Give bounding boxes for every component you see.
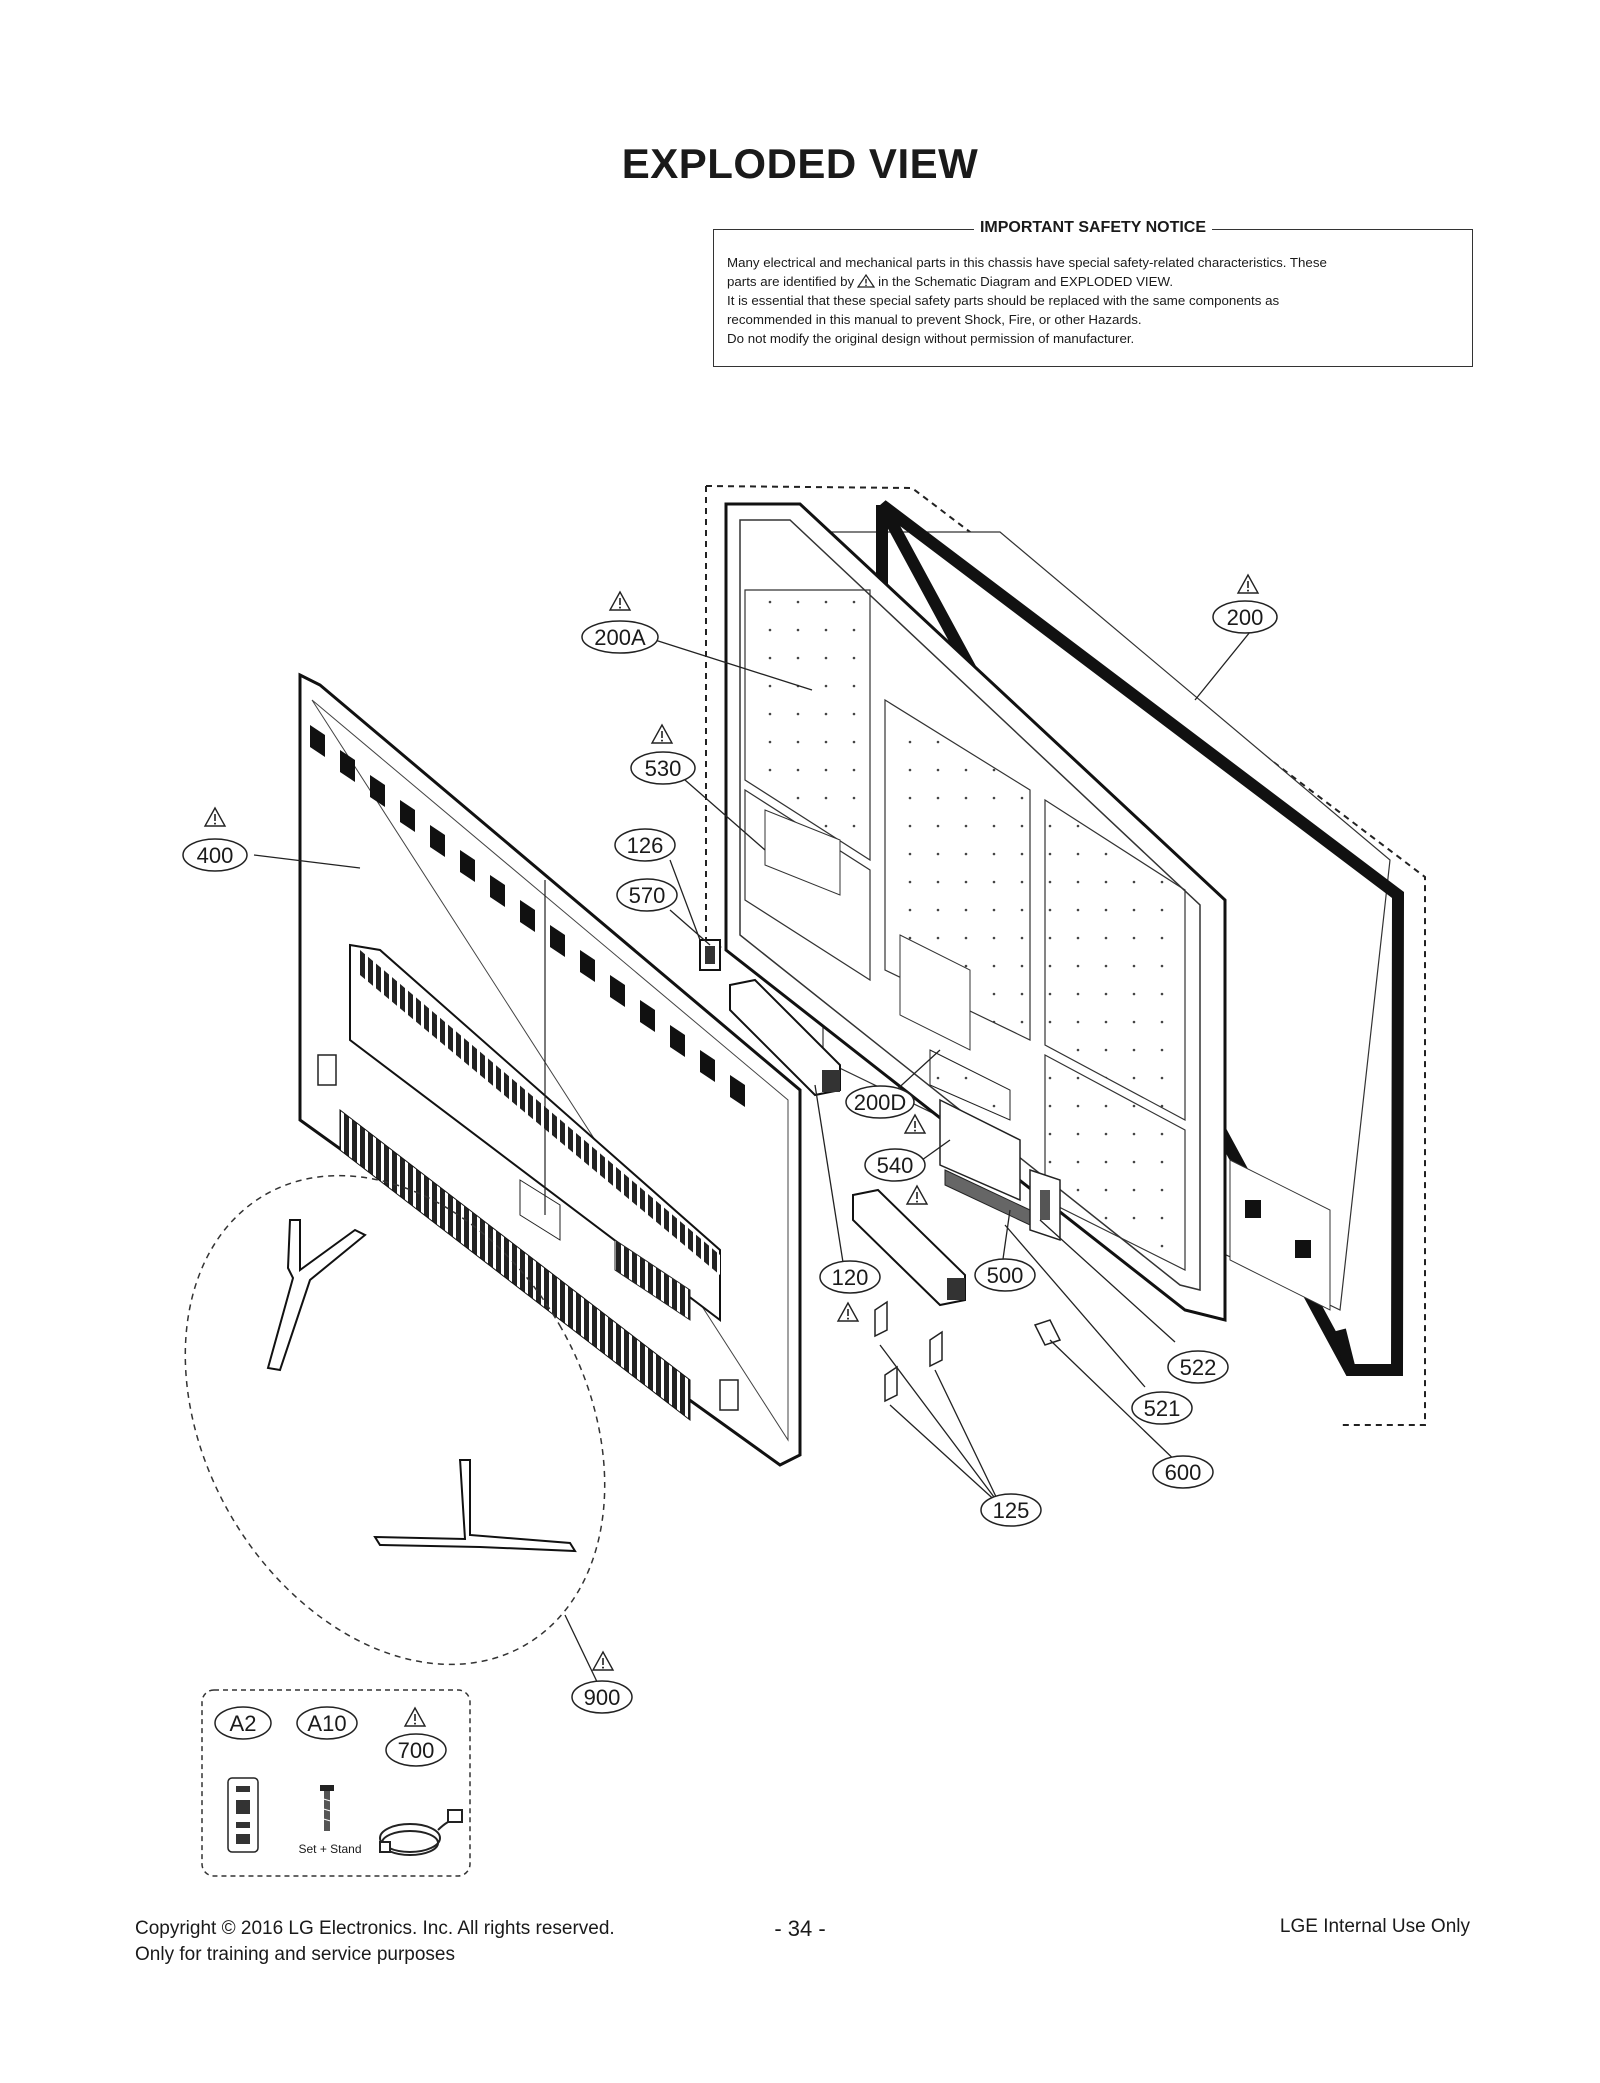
svg-text:126: 126 (627, 833, 664, 858)
speaker-126 (729, 978, 841, 1097)
safety-notice-title: IMPORTANT SAFETY NOTICE (973, 219, 1213, 236)
safety-notice-body: Many electrical and mechanical parts in … (727, 253, 1459, 348)
main-board-500 (929, 1049, 1031, 1226)
page-title: EXPLODED VIEW (621, 140, 979, 187)
svg-text:570: 570 (629, 883, 666, 908)
callout-A10: A10 (296, 1706, 358, 1740)
callout-500: 500 (974, 1258, 1036, 1292)
copyright-text: Copyright © 2016 LG Electronics. Inc. Al… (135, 1918, 615, 1939)
screw-icon (319, 1785, 335, 1831)
svg-text:120: 120 (832, 1265, 869, 1290)
brackets-125 (874, 1300, 943, 1403)
svg-text:600: 600 (1165, 1460, 1202, 1485)
svg-text:521: 521 (1144, 1396, 1181, 1421)
svg-text:400: 400 (197, 843, 234, 868)
safety-notice-box: IMPORTANT SAFETY NOTICE Many electrical … (713, 219, 1473, 367)
set-stand-label: Set + Stand (298, 1842, 361, 1856)
callout-400: 400 (182, 807, 248, 872)
chassis-frame-200A (724, 502, 1227, 1322)
power-cord-icon (379, 1809, 463, 1856)
svg-text:700: 700 (398, 1738, 435, 1763)
notice-line-3: It is essential that these special safet… (727, 293, 1280, 308)
callout-600: 600 (1152, 1455, 1214, 1489)
speaker-120 (852, 1188, 966, 1307)
back-cover-400 (298, 672, 802, 1467)
internal-use-text: LGE Internal Use Only (1279, 1916, 1470, 1937)
notice-line-1: Many electrical and mechanical parts in … (727, 255, 1327, 270)
warning-icon (857, 274, 876, 288)
callout-521: 521 (1131, 1391, 1193, 1425)
purpose-text: Only for training and service purposes (135, 1944, 455, 1965)
callout-120: 120 (819, 1260, 881, 1322)
svg-text:522: 522 (1180, 1355, 1217, 1380)
sensor-570 (699, 939, 721, 971)
callout-A2: A2 (214, 1706, 272, 1740)
callout-200: 200 (1212, 574, 1278, 634)
callout-700: 700 (385, 1707, 447, 1767)
svg-text:125: 125 (993, 1498, 1030, 1523)
svg-text:A10: A10 (307, 1711, 346, 1736)
callout-530: 530 (630, 724, 696, 785)
callout-126: 126 (614, 828, 676, 862)
accessories-box: A2 A10 700 Set + Stand (201, 1689, 471, 1877)
svg-text:200A: 200A (594, 625, 646, 650)
svg-text:540: 540 (877, 1153, 914, 1178)
svg-text:500: 500 (987, 1263, 1024, 1288)
callout-522: 522 (1167, 1350, 1229, 1384)
ir-board-600 (1033, 1319, 1062, 1346)
svg-text:900: 900 (584, 1685, 621, 1710)
page-number: - 34 - (774, 1916, 826, 1941)
callout-200D: 200D (845, 1085, 926, 1134)
side-bracket-522 (1029, 1168, 1061, 1242)
callout-540: 540 (864, 1148, 928, 1205)
callout-200A: 200A (581, 591, 659, 654)
callout-125: 125 (980, 1493, 1042, 1527)
remote-control-icon (227, 1777, 259, 1853)
callout-570: 570 (616, 878, 678, 912)
stand-900 (184, 1174, 606, 1666)
svg-text:A2: A2 (230, 1711, 257, 1736)
callout-900: 900 (571, 1651, 633, 1714)
svg-text:200: 200 (1227, 605, 1264, 630)
footer-left: Copyright © 2016 LG Electronics. Inc. Al… (135, 1916, 615, 1968)
svg-text:200D: 200D (854, 1090, 907, 1115)
svg-text:530: 530 (645, 756, 682, 781)
notice-line-4: recommended in this manual to prevent Sh… (727, 312, 1142, 327)
notice-line-5: Do not modify the original design withou… (727, 331, 1135, 346)
